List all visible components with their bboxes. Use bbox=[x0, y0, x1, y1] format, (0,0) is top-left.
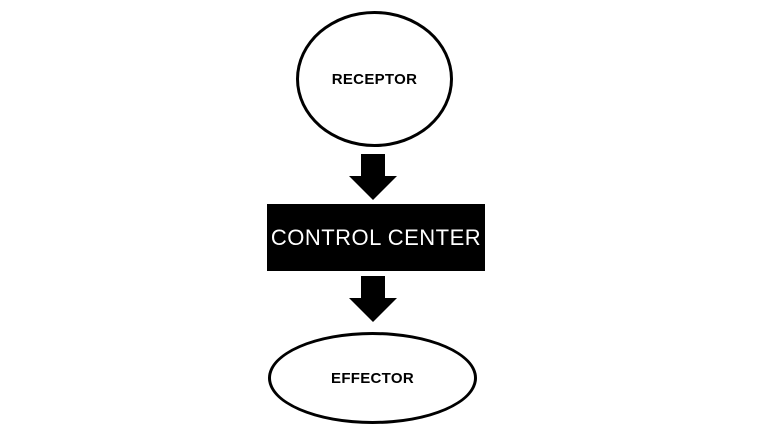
down-arrow-icon bbox=[349, 154, 397, 200]
node-receptor-label: RECEPTOR bbox=[331, 70, 418, 88]
node-receptor: RECEPTOR bbox=[296, 11, 453, 147]
down-arrow-icon bbox=[349, 276, 397, 322]
node-effector-label: EFFECTOR bbox=[331, 369, 414, 387]
node-control-center: CONTROL CENTER bbox=[267, 204, 485, 271]
node-effector: EFFECTOR bbox=[268, 332, 477, 424]
node-control-center-label: CONTROL CENTER bbox=[270, 224, 482, 250]
